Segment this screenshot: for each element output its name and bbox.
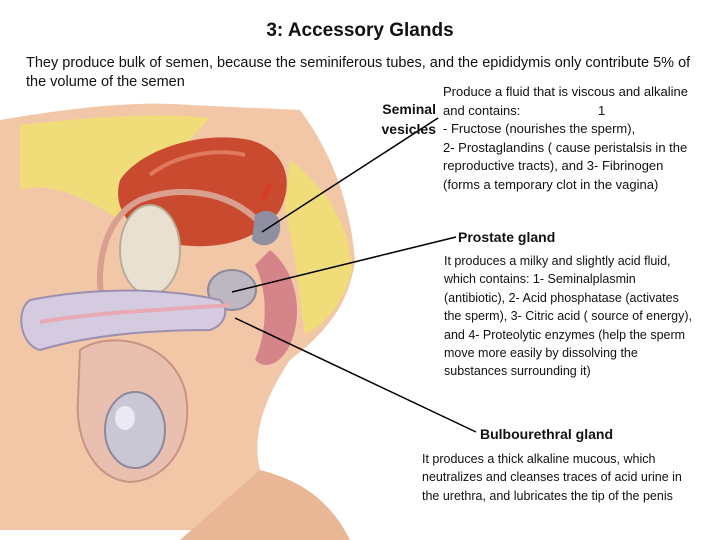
body-skin-lower [180, 470, 350, 540]
bulbourethral-gland-label: Bulbourethral gland [480, 426, 613, 442]
bulbourethral-gland-description: It produces a thick alkaline mucous, whi… [422, 452, 682, 503]
prostate-gland-label: Prostate gland [458, 229, 556, 245]
prostate-gland-description: It produces a milky and slightly acid fl… [444, 254, 692, 379]
seminal-vesicles-line1-number: 1 [597, 102, 606, 118]
page-title: 3: Accessory Glands [266, 20, 454, 41]
seminal-vesicles-label: Seminal vesicles [381, 101, 437, 137]
seminal-vesicle-shape [252, 210, 281, 246]
vas-deferens [97, 189, 265, 332]
artery [259, 183, 273, 202]
testis [104, 391, 166, 469]
urethra [39, 303, 231, 324]
bladder-highlight [148, 150, 246, 177]
penis [20, 289, 227, 352]
seminal-vesicles-line2: - Fructose (nourishes the sperm), [443, 121, 636, 136]
fat-posterior [285, 160, 352, 335]
scrotum [76, 339, 189, 484]
rectum [255, 250, 298, 365]
pointer-bulbourethral [234, 317, 477, 433]
seminal-vesicles-description: Produce a fluid that is viscous and alka… [443, 83, 693, 194]
fat-abdomen [20, 115, 210, 220]
testis-highlight [115, 406, 135, 430]
seminal-vesicles-line1: Produce a fluid that is viscous and alka… [443, 84, 688, 118]
bladder [118, 137, 287, 247]
intro-text: They produce bulk of semen, because the … [26, 55, 691, 90]
seminal-vesicles-line3: 2- Prostaglandins ( cause peristalsis in… [443, 139, 688, 192]
pointer-prostate [231, 236, 457, 293]
pubic-bone [119, 204, 181, 296]
body-skin [0, 103, 355, 530]
prostate-shape [207, 269, 257, 311]
